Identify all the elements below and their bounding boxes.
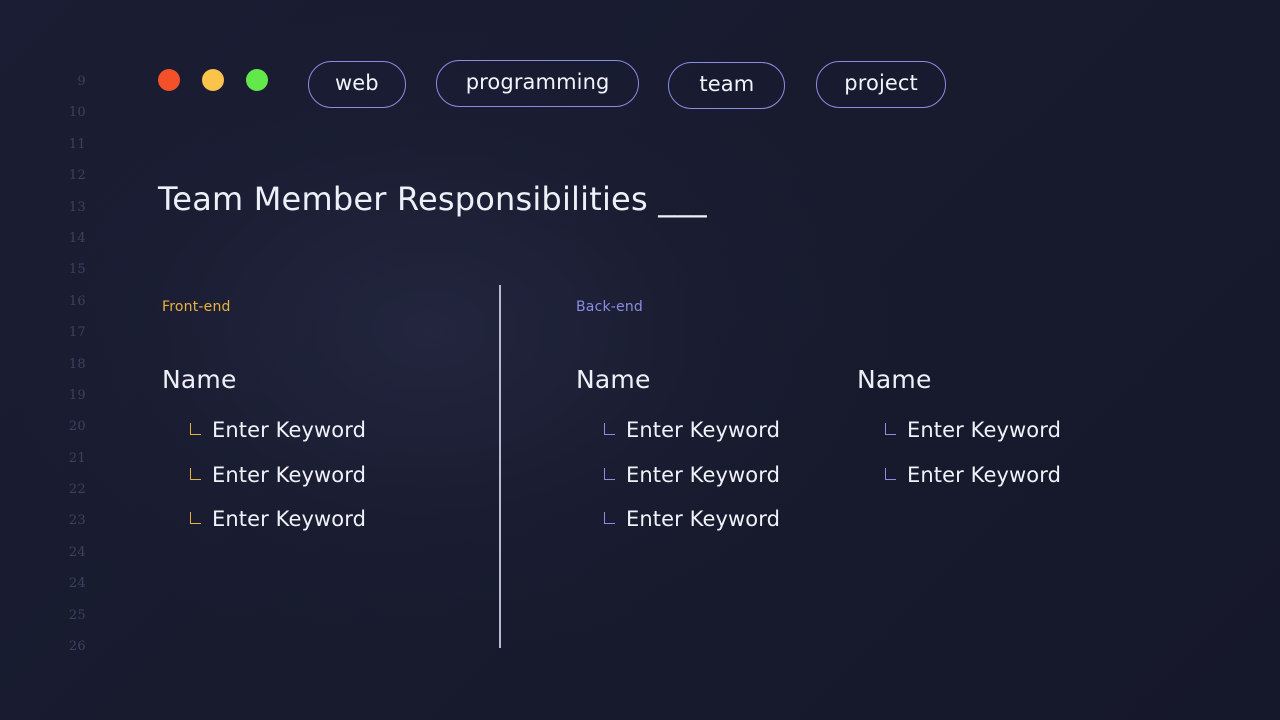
line-number: 22 [68, 482, 86, 498]
keyword-text[interactable]: Enter Keyword [907, 418, 1062, 442]
column-divider [499, 285, 501, 648]
keyword-text[interactable]: Enter Keyword [907, 462, 1062, 487]
corner-branch-icon [604, 467, 615, 480]
line-number: 13 [68, 199, 86, 215]
line-number: 11 [68, 136, 86, 152]
column-name-third[interactable]: Name [857, 365, 932, 394]
window-controls [158, 69, 268, 91]
line-number: 15 [68, 262, 86, 278]
column-tag-front-end[interactable]: Front-end [162, 299, 231, 315]
line-number: 20 [68, 419, 86, 435]
minimize-dot[interactable] [202, 69, 224, 91]
line-number: 17 [68, 325, 86, 341]
line-number: 19 [68, 387, 86, 403]
corner-branch-icon [190, 512, 201, 524]
keyword-row[interactable]: Enter Keyword [576, 463, 846, 508]
line-number: 9 [77, 74, 86, 89]
line-number-gutter: 9 10 11 12 13 14 15 16 17 18 19 20 21 22 23 24 24 25 26 [0, 0, 118, 720]
line-number: 25 [68, 607, 86, 623]
line-number: 26 [68, 639, 86, 655]
keyword-row[interactable]: Enter Keyword [857, 463, 1127, 508]
corner-branch-icon [604, 423, 615, 435]
tag-pill-programming[interactable]: programming [435, 60, 640, 107]
line-number: 24 [68, 544, 86, 560]
keyword-text[interactable]: Enter Keyword [626, 462, 781, 487]
tag-pill-team[interactable]: team [668, 62, 786, 109]
tag-pill-web[interactable]: web [308, 61, 406, 108]
line-number: 21 [68, 450, 86, 466]
line-number: 10 [68, 105, 86, 121]
column-tag-back-end[interactable]: Back-end [576, 299, 644, 315]
corner-branch-icon [885, 467, 896, 480]
line-number: 24 [68, 576, 86, 592]
line-number: 18 [68, 356, 86, 372]
keyword-text[interactable]: Enter Keyword [212, 462, 367, 487]
corner-branch-icon [885, 423, 896, 435]
corner-branch-icon [190, 467, 201, 480]
keyword-row[interactable]: Enter Keyword [576, 507, 846, 552]
maximize-dot[interactable] [246, 69, 268, 91]
keyword-text[interactable]: Enter Keyword [212, 507, 367, 531]
line-number: 12 [68, 168, 86, 184]
column-name-back-end[interactable]: Name [576, 365, 651, 394]
line-number: 23 [68, 513, 86, 529]
keyword-text[interactable]: Enter Keyword [626, 507, 781, 531]
keyword-row[interactable]: Enter Keyword [162, 463, 482, 508]
line-number: 14 [68, 230, 86, 246]
keyword-row[interactable]: Enter Keyword [162, 507, 482, 552]
keyword-row[interactable]: Enter Keyword [576, 418, 846, 463]
tag-pill-row: web programming team project [308, 58, 946, 109]
corner-branch-icon [604, 512, 615, 524]
line-number: 16 [68, 293, 86, 309]
keyword-row[interactable]: Enter Keyword [162, 418, 482, 463]
corner-branch-icon [190, 423, 201, 435]
keyword-text[interactable]: Enter Keyword [212, 418, 367, 442]
page-title: Team Member Responsibilities ___ [158, 180, 707, 218]
column-name-front-end[interactable]: Name [162, 365, 237, 394]
keyword-text[interactable]: Enter Keyword [626, 418, 781, 442]
keyword-row[interactable]: Enter Keyword [857, 418, 1127, 463]
tag-pill-project[interactable]: project [816, 61, 946, 108]
close-dot[interactable] [158, 69, 180, 91]
